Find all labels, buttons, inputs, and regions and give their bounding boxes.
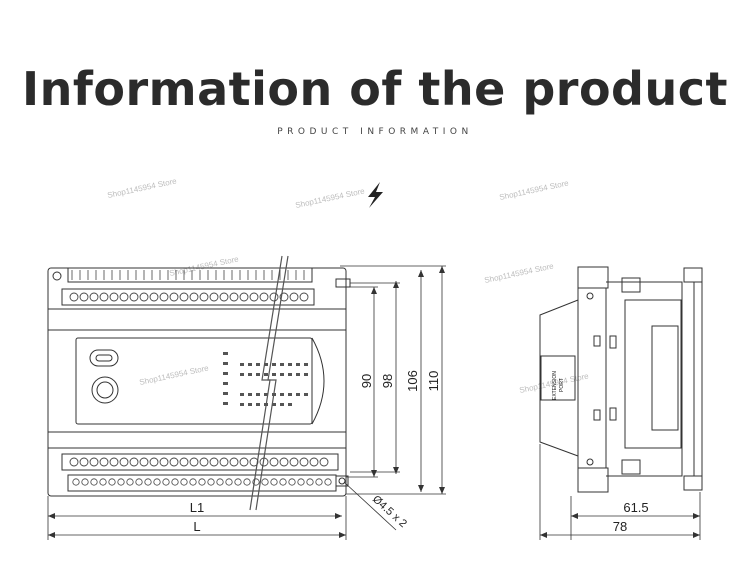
- dim-label-90: 90: [359, 374, 374, 388]
- watermark-text: Shop1145954 Store: [107, 176, 178, 200]
- dim-label-110: 110: [426, 371, 441, 392]
- watermark-text: Shop1145954 Store: [169, 254, 240, 278]
- dim-label-61-5: 61.5: [623, 500, 648, 515]
- watermarks: Shop1145954 Store Shop1145954 Store Shop…: [107, 176, 590, 395]
- watermark-text: Shop1145954 Store: [139, 363, 210, 387]
- side-dimension-arrows: [540, 513, 700, 538]
- dim-label-l: L: [193, 519, 200, 534]
- terminal-blocks: [71, 270, 332, 486]
- terminal-screws: [69, 292, 329, 467]
- watermark-text: Shop1145954 Store: [499, 178, 570, 202]
- page-title: Information of the product: [22, 62, 728, 116]
- side-dimension-labels: 61.5 78: [613, 500, 649, 534]
- dim-label-98: 98: [380, 374, 395, 388]
- watermark-text: Shop1145954 Store: [295, 186, 366, 210]
- side-view: [539, 266, 703, 493]
- watermark-text: Shop1145954 Store: [484, 261, 555, 285]
- dim-label-78: 78: [613, 519, 627, 534]
- dim-label-l1: L1: [190, 500, 204, 515]
- dim-label-106: 106: [405, 370, 420, 392]
- front-dimension-arrows: [48, 266, 445, 538]
- port-label-line2: PORT: [559, 378, 565, 392]
- front-dimension-lines: [47, 265, 446, 540]
- lightning-icon: [368, 182, 383, 208]
- led-indicators: [223, 352, 308, 406]
- extension-port-label: EXTENSION PORT: [552, 371, 565, 400]
- page-subtitle: PRODUCT INFORMATION: [277, 127, 473, 137]
- port-label-line1: EXTENSION: [552, 371, 558, 400]
- front-view: [47, 255, 351, 511]
